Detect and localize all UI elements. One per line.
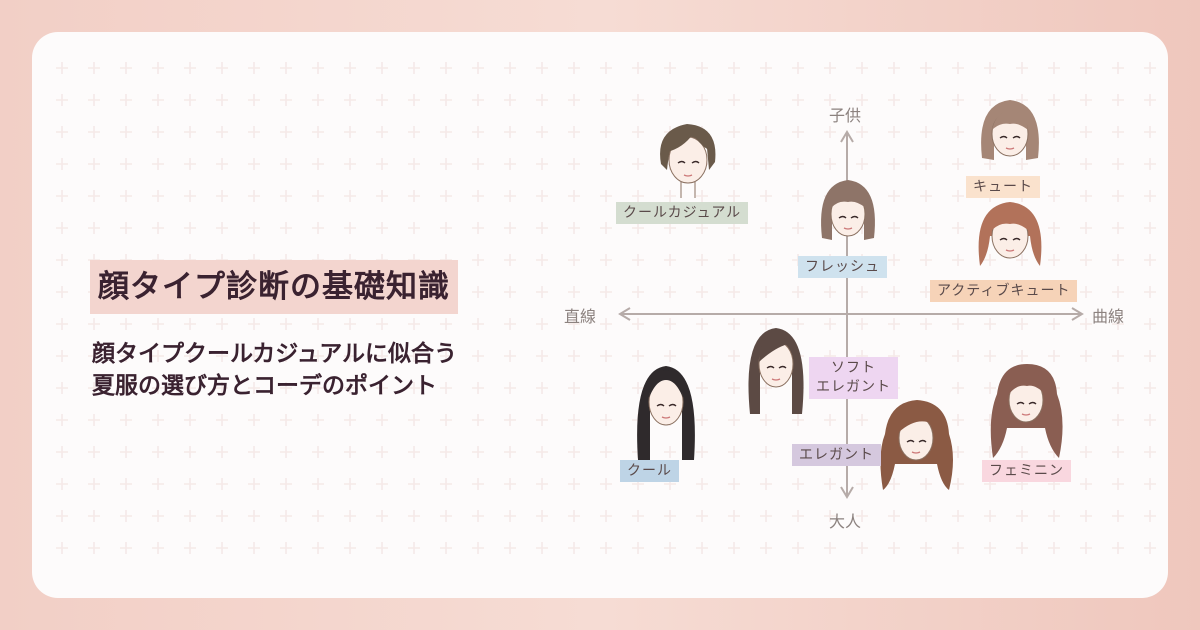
subtitle-line-1: 顔タイプクールカジュアルに似合う — [92, 341, 458, 367]
face-illustration-icon — [970, 196, 1050, 276]
page-title: 顔タイプ診断の基礎知識 — [90, 260, 458, 314]
face-illustration-icon — [987, 358, 1065, 464]
subtitle-line-2: 夏服の選び方とコーデのポイント — [92, 373, 437, 399]
tag-cool: クール — [620, 460, 679, 482]
tag-soft-elegant-line-2: エレガント — [816, 379, 891, 395]
face-illustration-icon — [812, 174, 884, 254]
arrow-down-icon — [840, 486, 854, 499]
face-illustration-icon — [647, 118, 727, 198]
arrow-left-icon — [618, 307, 631, 321]
axis-label-top: 子供 — [829, 106, 862, 125]
tag-fresh: フレッシュ — [798, 256, 887, 278]
axis-label-bottom: 大人 — [829, 512, 862, 531]
tag-soft-elegant-line-1: ソフト — [831, 360, 876, 376]
content-card: 顔タイプ診断の基礎知識 顔タイプクールカジュアルに似合う 夏服の選び方とコーデの… — [32, 32, 1168, 598]
axis-label-left: 直線 — [564, 307, 597, 326]
arrow-right-icon — [1071, 307, 1084, 321]
face-illustration-icon — [740, 322, 812, 420]
tag-cool-casual: クールカジュアル — [616, 202, 749, 224]
tag-elegant: エレガント — [792, 444, 881, 466]
tag-active-cute: アクティブキュート — [930, 280, 1078, 302]
face-illustration-icon — [877, 394, 955, 498]
arrow-up-icon — [840, 130, 854, 143]
tag-cute: キュート — [966, 176, 1040, 198]
page-subtitle: 顔タイプクールカジュアルに似合う 夏服の選び方とコーデのポイント — [92, 338, 572, 402]
face-illustration-icon — [630, 360, 702, 466]
tag-soft-elegant: ソフト エレガント — [809, 357, 898, 399]
axis-label-right: 曲線 — [1092, 307, 1125, 326]
tag-feminine: フェミニン — [982, 460, 1071, 482]
face-illustration-icon — [970, 94, 1050, 174]
